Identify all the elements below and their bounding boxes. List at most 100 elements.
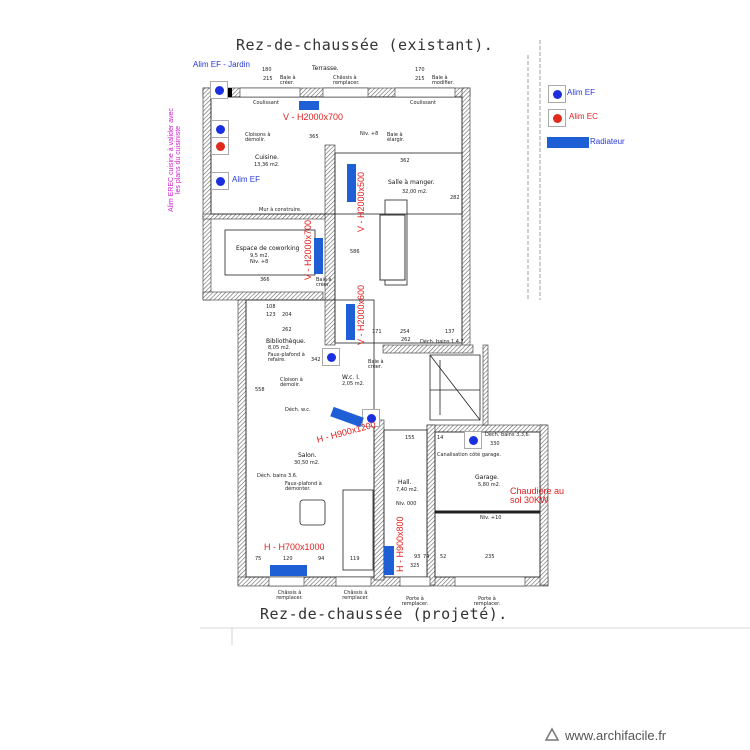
radiator-dining-2 bbox=[346, 304, 355, 340]
dim: 75 bbox=[255, 556, 262, 562]
wall-garage-north bbox=[426, 424, 548, 433]
room-salon-area: 30,50 m2. bbox=[294, 460, 320, 466]
room-salon-note: Faux-plafond à démonter. bbox=[285, 481, 322, 492]
note-canalisation: Canalisation côté garage. bbox=[437, 452, 502, 458]
note-chassis-top: Châssis à remplacer. bbox=[333, 75, 360, 86]
room-salle-area: 32,00 m2. bbox=[402, 189, 428, 195]
wall-stair-north bbox=[382, 344, 474, 354]
dim: 235 bbox=[485, 554, 495, 560]
dim: 93 bbox=[414, 554, 421, 560]
note-coulissant-2: Coulissant bbox=[410, 100, 436, 106]
cold-water-icon bbox=[211, 120, 229, 138]
note-decharge-bains-2: Déch. bains 1,4,7. bbox=[420, 339, 466, 345]
dim: 123 bbox=[266, 312, 276, 318]
room-cuisine-area: 13,36 m2. bbox=[254, 162, 280, 168]
windows bbox=[239, 87, 526, 587]
room-terrasse: Terrasse. bbox=[312, 65, 339, 72]
dim: 330 bbox=[490, 441, 500, 447]
note-baie-creer-2: Baie à créer. bbox=[316, 277, 332, 288]
wall-kitchen-south bbox=[202, 213, 326, 220]
room-bibliotheque-note: Faux-plafond à refaire. bbox=[268, 352, 305, 363]
room-coworking-level: Niv. +8 bbox=[250, 259, 269, 265]
title-existing: Rez-de-chaussée (existant). bbox=[236, 36, 494, 54]
legend-hot-water-icon bbox=[548, 109, 566, 127]
dim: 325 bbox=[410, 563, 420, 569]
dim: 52 bbox=[440, 554, 447, 560]
radiator-label: V - H2000x600 bbox=[356, 284, 366, 345]
room-bibliotheque: Bibliothèque. bbox=[266, 338, 306, 345]
dim: 171 bbox=[372, 329, 382, 335]
wall-west-upper bbox=[202, 87, 212, 301]
hot-water-icon bbox=[211, 137, 229, 155]
note-decharge-bains: Déch. bains 3.6. bbox=[257, 473, 298, 479]
dim: 74 bbox=[423, 554, 430, 560]
note-mur-construire: Mur à construire. bbox=[259, 207, 302, 213]
radiator-label: V - H2000x700 bbox=[283, 112, 344, 122]
room-wc: W.c. I. bbox=[342, 374, 360, 381]
wall-east-upper bbox=[461, 87, 471, 349]
dim: 108 bbox=[266, 304, 276, 310]
dining-table bbox=[379, 214, 406, 281]
dim: 204 bbox=[282, 312, 292, 318]
cold-water-jardin-icon bbox=[210, 81, 228, 99]
radiator-label: H - H900x800 bbox=[395, 516, 405, 572]
dim: 120 bbox=[283, 556, 293, 562]
radiator-hall bbox=[384, 546, 394, 575]
room-hall: Hall. bbox=[398, 479, 412, 486]
room-hall-area: 7,40 m2. bbox=[396, 487, 419, 493]
room-garage: Garage. bbox=[475, 474, 499, 481]
note-decharge-wc: Déch. w.c. bbox=[285, 407, 311, 413]
radiator-dining-1 bbox=[347, 164, 356, 202]
room-wc-area: 2,05 m2. bbox=[342, 381, 365, 387]
wall-salon-east bbox=[373, 419, 385, 581]
dim: 262 bbox=[282, 327, 292, 333]
interior-lines bbox=[200, 40, 750, 645]
radiator-salon-south bbox=[270, 565, 307, 576]
dim: 137 bbox=[445, 329, 455, 335]
dim: 215 bbox=[263, 76, 273, 82]
room-bibliotheque-area: 8,05 m2. bbox=[268, 345, 291, 351]
legend-alim-ef: Alim EF bbox=[567, 88, 595, 97]
wall-dining-west bbox=[324, 144, 336, 346]
note-decharge-garage: Déch. bains 3,3,6. bbox=[485, 432, 531, 438]
legend-cold-water-icon bbox=[548, 85, 566, 103]
note-baie-modifier: Baie à modifier. bbox=[432, 75, 454, 86]
dim: 558 bbox=[255, 387, 265, 393]
radiator-kitchen bbox=[299, 101, 319, 110]
dim: 262 bbox=[401, 337, 411, 343]
radiator-coworking bbox=[314, 238, 323, 274]
dim: 366 bbox=[260, 277, 270, 283]
dim: 94 bbox=[318, 556, 325, 562]
note-baie-creer-1: Baie à créer. bbox=[280, 75, 296, 86]
room-coworking: Espace de coworking bbox=[236, 245, 300, 252]
dim: 362 bbox=[400, 158, 410, 164]
wall-west-lower bbox=[237, 299, 247, 586]
dim: 342 bbox=[311, 357, 321, 363]
dim: 282 bbox=[450, 195, 460, 201]
cold-water-icon bbox=[464, 431, 482, 449]
dim: 14 bbox=[437, 435, 444, 441]
title-projected: Rez-de-chaussée (projeté). bbox=[260, 605, 508, 623]
dim: 365 bbox=[309, 134, 319, 140]
legend-alim-ec: Alim EC bbox=[569, 112, 598, 121]
note-porte-1: Porte à remplacer. bbox=[401, 596, 429, 607]
cold-water-icon bbox=[211, 172, 229, 190]
room-hall-level: Niv. 000 bbox=[396, 501, 417, 507]
note-baie-creer-3: Baie à créer. bbox=[368, 359, 384, 370]
note-chassis-1: Châssis à remplacer. bbox=[276, 590, 303, 601]
label-alim-ef-jardin: Alim EF - Jardin bbox=[193, 60, 250, 69]
note-chassis-2: Châssis à remplacer. bbox=[342, 590, 369, 601]
note-baie-elargir: Baie à élargir. bbox=[387, 132, 405, 143]
legend-radiateur: Radiateur bbox=[590, 137, 625, 146]
watermark: www.archifacile.fr bbox=[565, 728, 667, 743]
note-cloison-demolir: Cloison à démolir. bbox=[280, 377, 303, 388]
room-garage-area: 5,80 m2. bbox=[478, 482, 501, 488]
cold-water-icon bbox=[322, 348, 340, 366]
radiator-label: H - H700x1000 bbox=[264, 542, 325, 552]
room-garage-level: Niv. +10 bbox=[480, 515, 502, 521]
dim: 119 bbox=[350, 556, 360, 562]
archifacile-logo-icon bbox=[545, 727, 559, 741]
room-coworking-area: 9,5 m2. bbox=[250, 253, 270, 259]
note-niv-8: Niv. +8 bbox=[360, 131, 379, 137]
